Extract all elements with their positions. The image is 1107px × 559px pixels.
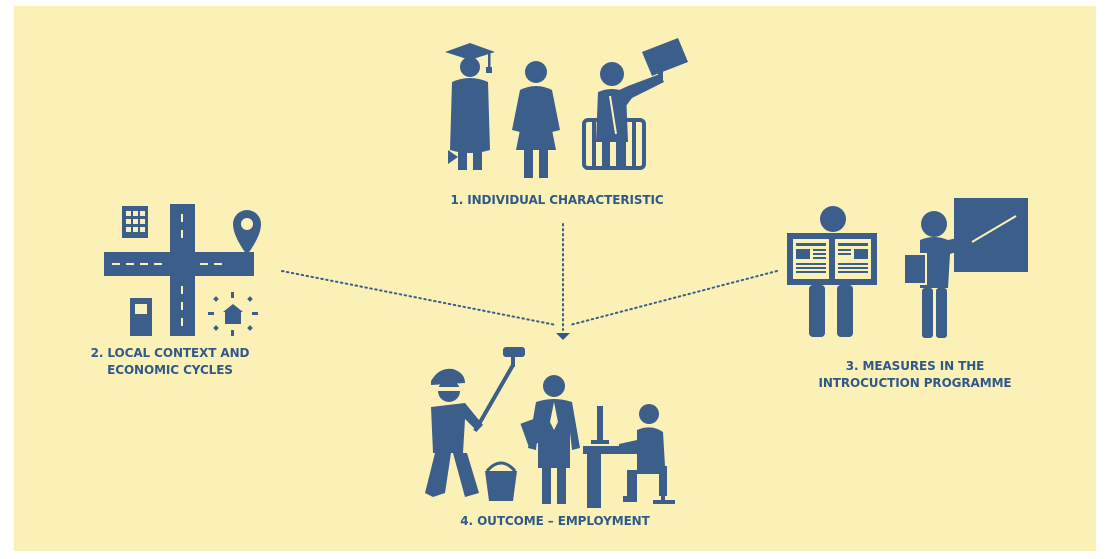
outcome-label-text: 4. OUTCOME – EMPLOYMENT [460, 514, 650, 528]
wheelchair-user-icon [582, 38, 688, 170]
local-label-line1: 2. LOCAL CONTEXT AND [90, 346, 250, 360]
arrowhead-icon [556, 333, 570, 340]
office-woman-icon [520, 375, 580, 504]
edge-measures-to-outcome [569, 270, 778, 326]
graduate-icon [445, 43, 495, 170]
painter-worker-icon [425, 347, 525, 501]
individual-label: 1. INDIVIDUAL CHARACTERISTIC [392, 192, 722, 209]
outcome-label: 4. OUTCOME – EMPLOYMENT [385, 513, 725, 530]
edge-local-to-outcome [281, 270, 557, 326]
local-label-line2: ECONOMIC CYCLES [107, 363, 233, 377]
woman-icon [512, 61, 560, 178]
local-label: 2. LOCAL CONTEXT AND ECONOMIC CYCLES [60, 345, 280, 379]
measures-label: 3. MEASURES IN THE INTROCUCTION PROGRAMM… [795, 358, 1035, 392]
city-map-location-icon [104, 204, 261, 336]
desk-worker-icon [583, 404, 675, 508]
measures-label-line2: INTROCUCTION PROGRAMME [818, 376, 1012, 390]
teacher-board-icon [903, 198, 1028, 338]
individual-label-text: 1. INDIVIDUAL CHARACTERISTIC [450, 193, 664, 207]
measures-label-line1: 3. MEASURES IN THE [845, 359, 985, 373]
newspaper-reader-icon [787, 206, 877, 337]
